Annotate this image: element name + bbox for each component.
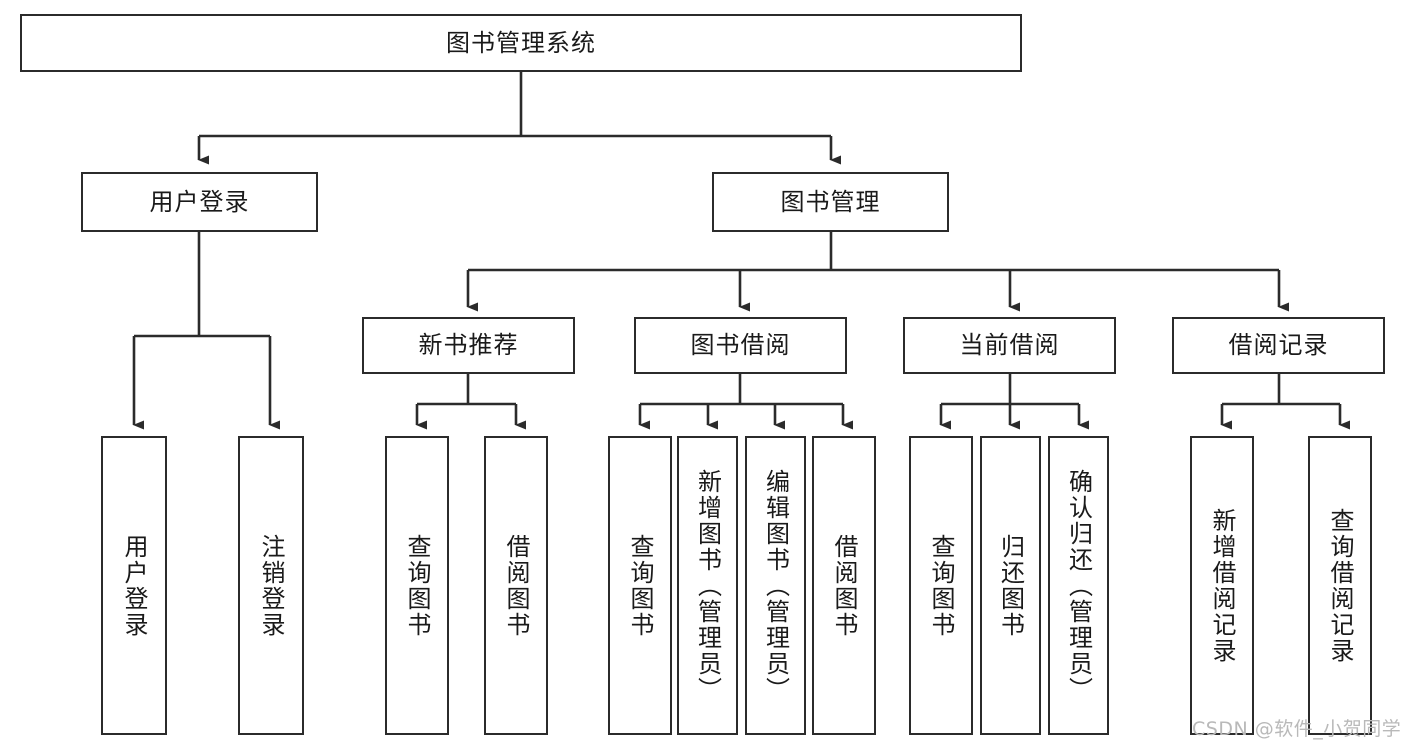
node-leaf-user-login-label: 用户登录 <box>120 533 148 638</box>
node-current-borrow-label: 当前借阅 <box>959 331 1060 360</box>
connector-current-borrow-to-leaves <box>939 374 1089 430</box>
node-leaf-query-book-3[interactable]: 查询图书 <box>909 436 973 735</box>
node-book-borrow[interactable]: 图书借阅 <box>634 317 847 374</box>
node-new-book-recommend-label: 新书推荐 <box>418 331 519 360</box>
node-user-login[interactable]: 用户登录 <box>81 172 318 232</box>
node-book-borrow-label: 图书借阅 <box>690 331 791 360</box>
node-book-manage[interactable]: 图书管理 <box>712 172 949 232</box>
node-leaf-logout[interactable]: 注销登录 <box>238 436 304 735</box>
node-borrow-record[interactable]: 借阅记录 <box>1172 317 1385 374</box>
node-leaf-return-book[interactable]: 归还图书 <box>980 436 1041 735</box>
node-current-borrow[interactable]: 当前借阅 <box>903 317 1116 374</box>
node-user-login-label: 用户登录 <box>149 187 250 216</box>
node-leaf-borrow-book-1[interactable]: 借阅图书 <box>484 436 548 735</box>
node-leaf-query-book-3-label: 查询图书 <box>927 533 955 638</box>
node-leaf-add-record[interactable]: 新增借阅记录 <box>1190 436 1254 735</box>
node-new-book-recommend[interactable]: 新书推荐 <box>362 317 575 374</box>
node-leaf-add-record-label: 新增借阅记录 <box>1208 507 1236 664</box>
node-leaf-return-book-label: 归还图书 <box>996 533 1025 638</box>
node-root-system-label: 图书管理系统 <box>446 28 596 57</box>
node-leaf-logout-label: 注销登录 <box>257 533 285 638</box>
connector-root-to-level2 <box>197 72 841 165</box>
node-leaf-query-book-2[interactable]: 查询图书 <box>608 436 672 735</box>
node-leaf-confirm-return[interactable]: 确认归还（管理员） <box>1048 436 1109 735</box>
node-leaf-add-book[interactable]: 新增图书（管理员） <box>677 436 738 735</box>
node-leaf-query-record[interactable]: 查询借阅记录 <box>1308 436 1372 735</box>
node-leaf-user-login[interactable]: 用户登录 <box>101 436 167 735</box>
node-leaf-query-record-label: 查询借阅记录 <box>1326 507 1354 664</box>
node-leaf-borrow-book-2[interactable]: 借阅图书 <box>812 436 876 735</box>
node-leaf-add-book-label: 新增图书（管理员） <box>693 468 722 703</box>
connector-new-book-recommend-to-leaves <box>415 374 526 430</box>
node-leaf-borrow-book-1-label: 借阅图书 <box>502 533 530 638</box>
node-leaf-edit-book[interactable]: 编辑图书（管理员） <box>745 436 806 735</box>
connector-book-manage-to-level3 <box>466 232 1289 312</box>
node-leaf-borrow-book-2-label: 借阅图书 <box>830 533 858 638</box>
node-leaf-query-book-2-label: 查询图书 <box>626 533 654 638</box>
node-leaf-confirm-return-label: 确认归还（管理员） <box>1064 468 1093 703</box>
node-leaf-query-book-1-label: 查询图书 <box>403 533 431 638</box>
node-root-system[interactable]: 图书管理系统 <box>20 14 1022 72</box>
node-leaf-edit-book-label: 编辑图书（管理员） <box>761 468 790 703</box>
node-borrow-record-label: 借阅记录 <box>1228 331 1329 360</box>
connector-book-borrow-to-leaves <box>638 374 853 430</box>
connector-borrow-record-to-leaves <box>1220 374 1350 430</box>
node-leaf-query-book-1[interactable]: 查询图书 <box>385 436 449 735</box>
connector-user-login-to-leaves <box>132 232 280 430</box>
node-book-manage-label: 图书管理 <box>780 187 881 216</box>
